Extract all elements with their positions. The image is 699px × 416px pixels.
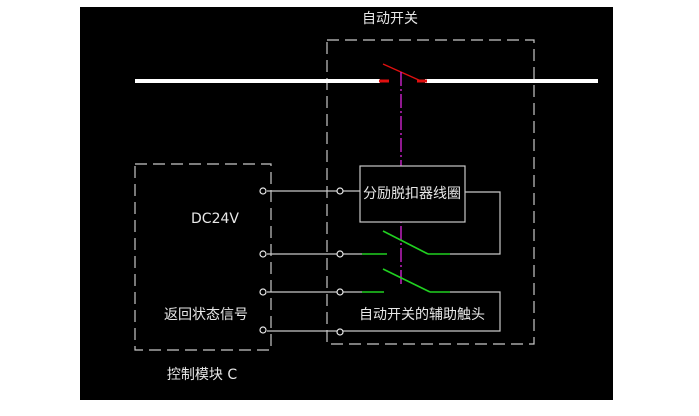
control-module-frame — [134, 163, 272, 351]
main-contact-blade — [382, 63, 422, 82]
drawing-canvas — [80, 7, 613, 400]
auto-switch-frame — [326, 39, 535, 345]
wires — [267, 190, 501, 332]
terminal-icon — [336, 288, 344, 296]
terminal-icon — [336, 187, 344, 195]
terminals — [259, 187, 344, 336]
terminal-icon — [336, 250, 344, 258]
aux-contacts — [362, 230, 450, 293]
voltage-label: DC24V — [191, 211, 239, 227]
return-status-signal-label: 返回状态信号 — [164, 307, 248, 323]
aux-contact-label: 自动开关的辅助触头 — [359, 307, 485, 323]
terminal-icon — [259, 288, 267, 296]
auto-switch-title: 自动开关 — [362, 11, 418, 27]
shunt-trip-coil-box — [359, 165, 466, 223]
terminal-icon — [259, 250, 267, 258]
terminal-icon — [259, 187, 267, 195]
control-module-label: 控制模块 C — [167, 367, 237, 383]
shunt-trip-coil-label: 分励脱扣器线圈 — [363, 186, 461, 202]
terminal-icon — [259, 326, 267, 334]
terminal-icon — [336, 328, 344, 336]
